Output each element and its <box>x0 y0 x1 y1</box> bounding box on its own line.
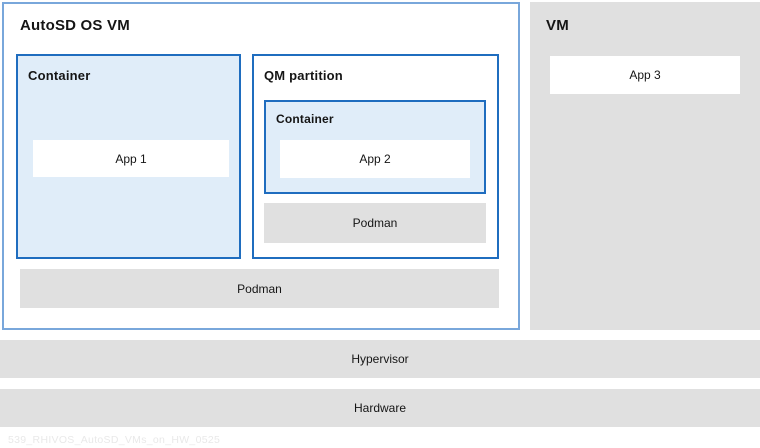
autosd-podman-bar: Podman <box>20 269 499 308</box>
app1-box: App 1 <box>33 140 229 177</box>
app3-box: App 3 <box>550 56 740 94</box>
qm-container-title: Container <box>276 112 334 126</box>
qm-podman-bar: Podman <box>264 203 486 243</box>
container-box-left: Container App 1 <box>16 54 241 259</box>
app2-box: App 2 <box>280 140 470 178</box>
qm-container-box: Container App 2 <box>264 100 486 194</box>
qm-partition-box: QM partition Container App 2 Podman <box>252 54 499 259</box>
vm-box: VM App 3 <box>530 2 760 330</box>
autosd-os-vm-title: AutoSD OS VM <box>20 17 130 34</box>
autosd-os-vm-box: AutoSD OS VM Container App 1 QM partitio… <box>2 2 520 330</box>
container-left-title: Container <box>28 68 91 83</box>
vm-title: VM <box>546 17 569 34</box>
hypervisor-bar: Hypervisor <box>0 340 760 378</box>
figure-id-caption: 539_RHIVOS_AutoSD_VMs_on_HW_0525 <box>8 434 221 446</box>
qm-partition-title: QM partition <box>264 68 343 83</box>
hardware-bar: Hardware <box>0 389 760 427</box>
